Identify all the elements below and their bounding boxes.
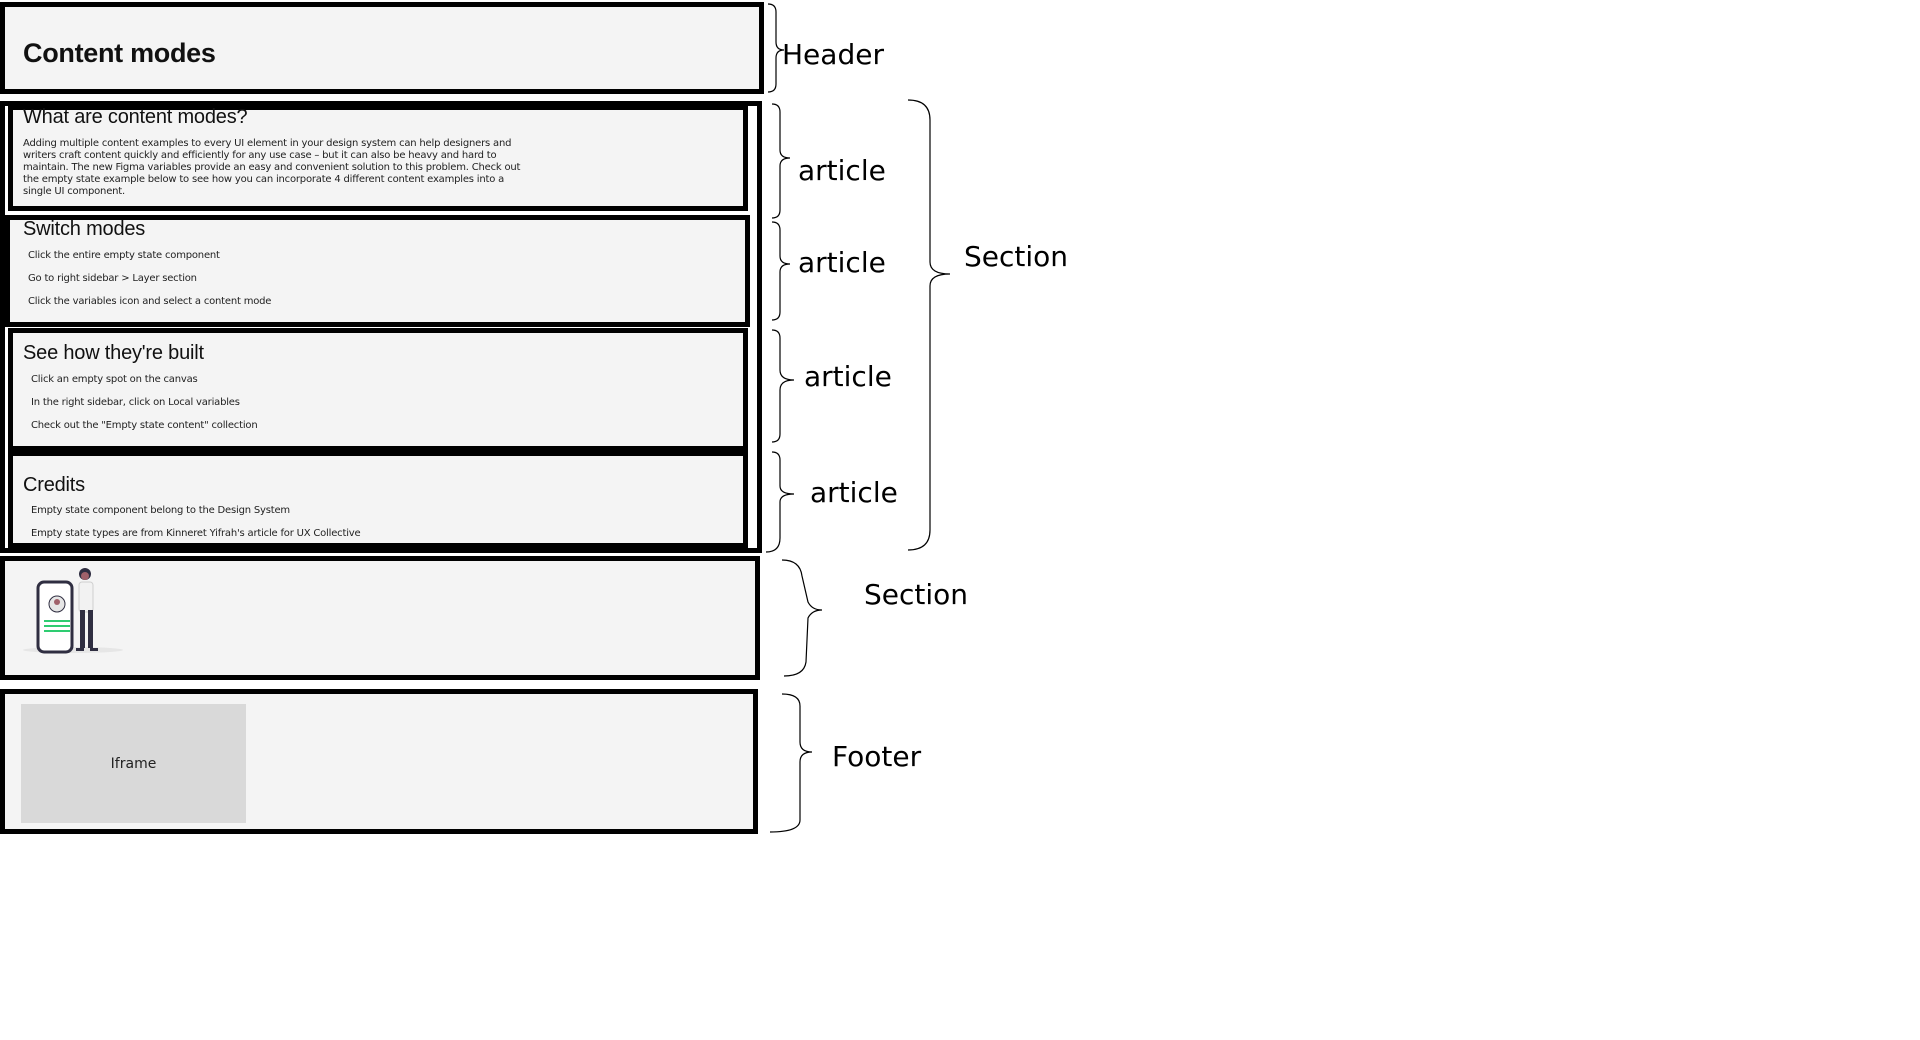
article-3-brace	[771, 329, 795, 443]
iframe-label: Iframe	[110, 755, 157, 772]
label-article-1: article	[798, 154, 886, 187]
footer-brace	[769, 693, 813, 833]
label-article-3: article	[804, 360, 892, 393]
credits-line-2: Empty state types are from Kinneret Yifr…	[31, 528, 361, 539]
see-how-built-step-1: Click an empty spot on the canvas	[31, 374, 198, 385]
main-section-brace	[907, 99, 951, 551]
see-how-built-step-3: Check out the "Empty state content" coll…	[31, 420, 258, 431]
article-box-see-how-built	[8, 328, 748, 451]
article-title-switch-modes: Switch modes	[23, 218, 146, 240]
article-2-brace	[771, 221, 791, 321]
article-box-credits	[8, 451, 748, 548]
article-title-see-how-built: See how they're built	[23, 342, 204, 364]
page-title: Content modes	[23, 38, 216, 68]
switch-modes-step-3: Click the variables icon and select a co…	[28, 296, 272, 307]
label-article-4: article	[810, 476, 898, 509]
header-brace	[767, 3, 785, 93]
label-article-2: article	[798, 246, 886, 279]
article-body-what-are-content-modes: Adding multiple content examples to ever…	[23, 138, 521, 197]
label-footer: Footer	[832, 740, 922, 773]
switch-modes-step-1: Click the entire empty state component	[28, 250, 220, 261]
article-title-what-are-content-modes: What are content modes?	[23, 106, 248, 128]
articles-section-box	[0, 101, 762, 553]
label-illustration-section: Section	[864, 578, 969, 611]
article-4-brace	[765, 451, 795, 553]
iframe-placeholder: Iframe	[21, 704, 246, 823]
article-box-what-are-content-modes	[8, 105, 748, 211]
switch-modes-step-2: Go to right sidebar > Layer section	[28, 273, 197, 284]
article-box-switch-modes	[5, 215, 750, 327]
credits-line-1: Empty state component belong to the Desi…	[31, 505, 290, 516]
illustration-section-brace	[781, 559, 823, 677]
see-how-built-step-2: In the right sidebar, click on Local var…	[31, 397, 240, 408]
article-title-credits: Credits	[23, 474, 85, 496]
person-with-phone-illustration	[23, 568, 123, 654]
article-1-brace	[771, 103, 791, 219]
illustration-section-box	[0, 556, 760, 680]
header-box	[0, 2, 764, 94]
label-header: Header	[782, 38, 884, 71]
label-main-section: Section	[964, 240, 1069, 273]
